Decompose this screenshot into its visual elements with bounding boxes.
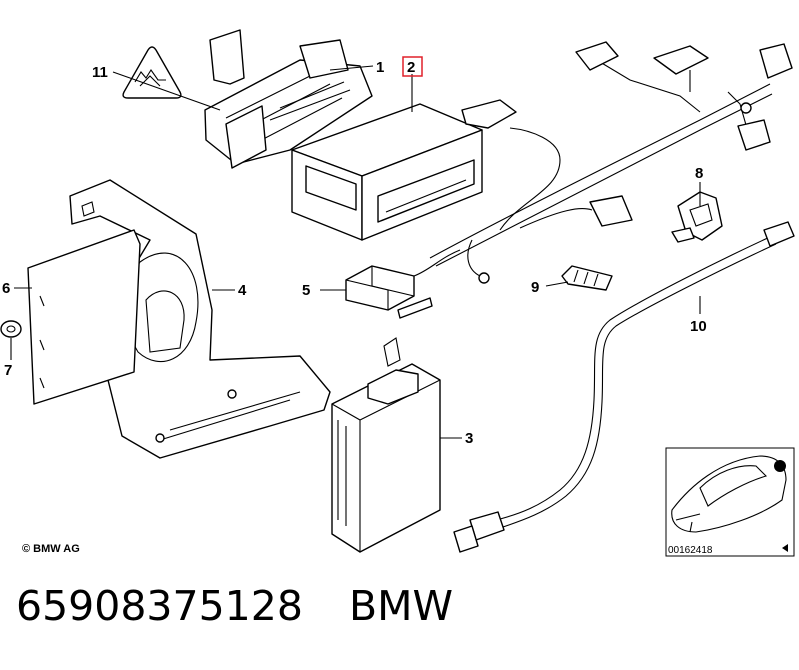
side-plate-part-6 — [27, 229, 141, 405]
antenna-cable-part — [453, 221, 795, 553]
callouts: 11 1 2 8 6 4 5 9 10 7 3 — [2, 56, 707, 447]
wiring-harness — [429, 41, 793, 284]
radio-module-part — [291, 103, 483, 241]
inset-ref-number: 00162418 — [668, 545, 713, 556]
location-marker-icon — [774, 460, 786, 472]
callout-2: 2 — [407, 59, 415, 76]
bracket-holder-part — [204, 29, 373, 169]
connector-part-5 — [345, 249, 461, 319]
grommet-part-7 — [0, 320, 22, 338]
callout-9: 9 — [531, 279, 539, 296]
part-number: 65908375128 — [16, 582, 303, 630]
control-unit-part-3 — [331, 337, 441, 553]
leader-lines — [10, 65, 701, 439]
callout-2-highlight-box — [402, 56, 423, 77]
callout-1: 1 — [376, 59, 384, 76]
arrow-icon — [782, 544, 788, 552]
vehicle-inset: 00162418 — [665, 447, 795, 557]
brand-name: BMW — [348, 582, 453, 630]
connector-part-9 — [561, 265, 613, 291]
warning-label-part — [122, 46, 182, 99]
callout-11: 11 — [92, 64, 108, 81]
callout-5: 5 — [302, 282, 310, 299]
callout-10: 10 — [690, 318, 707, 335]
callout-4: 4 — [238, 282, 247, 299]
callout-6: 6 — [2, 280, 10, 297]
caption: 65908375128 BMW — [16, 582, 453, 630]
callout-3: 3 — [465, 430, 473, 447]
callout-8: 8 — [695, 165, 703, 182]
copyright-text: © BMW AG — [22, 543, 80, 555]
callout-7: 7 — [4, 362, 12, 379]
clip-part-8 — [671, 191, 723, 243]
